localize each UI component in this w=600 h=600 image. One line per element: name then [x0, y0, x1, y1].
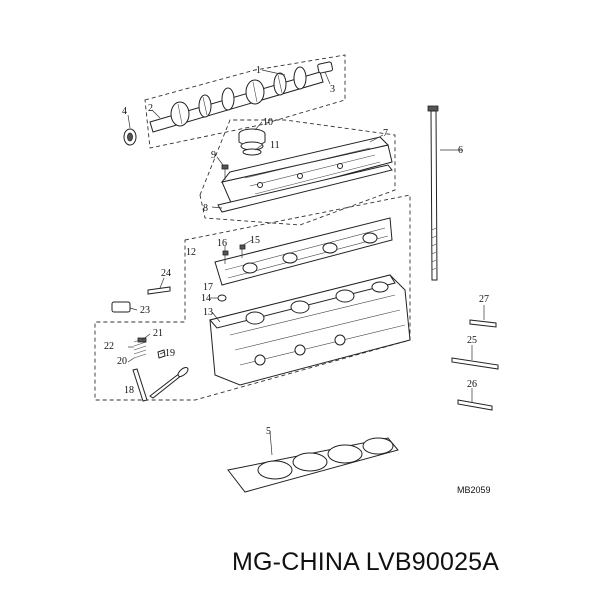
callout-14: 14: [201, 293, 211, 304]
cam-cover-gasket: [217, 164, 393, 213]
figure-code: MB2059: [457, 485, 491, 495]
valve: [149, 367, 189, 399]
callout-17: 17: [203, 282, 213, 293]
valve-collet: [157, 349, 166, 359]
callout-26: 26: [467, 379, 477, 390]
callout-labels: 1 2 3 4 5 6 7 8 9 10 11 12 13 14 15 16 1…: [104, 65, 489, 437]
callout-18: 18: [124, 385, 134, 396]
part-caption: MG-CHINA LVB90025A: [232, 548, 592, 577]
callout-3: 3: [330, 84, 335, 95]
valve-guide: [132, 368, 148, 402]
callout-22: 22: [104, 341, 114, 352]
callout-8: 8: [203, 203, 208, 214]
carrier-bolt: [222, 244, 246, 264]
callout-23: 23: [140, 305, 150, 316]
part-number: LVB90025A: [365, 548, 500, 576]
diagram-svg: 1 2 3 4 5 6 7 8 9 10 11 12 13 14 15 16 1…: [94, 54, 499, 495]
callout-25: 25: [467, 335, 477, 346]
cylinder-head: [209, 274, 411, 386]
camshaft-carrier: [214, 217, 393, 286]
callout-6: 6: [458, 145, 463, 156]
callout-13: 13: [203, 307, 213, 318]
callout-9: 9: [211, 150, 216, 161]
callout-27: 27: [479, 294, 489, 305]
callout-19: 19: [165, 348, 175, 359]
callout-7: 7: [383, 128, 388, 139]
callout-2: 2: [148, 103, 153, 114]
callout-24: 24: [161, 268, 171, 279]
callout-15: 15: [250, 235, 260, 246]
exhaust-stud: [469, 319, 497, 328]
callout-21: 21: [153, 328, 163, 339]
camshaft-oil-seal: [123, 128, 137, 146]
callout-10: 10: [263, 117, 273, 128]
head-gasket: [227, 437, 399, 493]
long-stud: [451, 357, 499, 370]
cover-bolt: [221, 164, 229, 180]
camshaft-group-frame: [144, 54, 346, 149]
short-stud: [147, 286, 171, 295]
callout-12: 12: [186, 247, 196, 258]
callout-16: 16: [217, 238, 227, 249]
cylinder-head-bolt: [427, 105, 439, 281]
oil-filler-cap: [238, 128, 266, 151]
camshaft-plug: [317, 61, 334, 74]
leader-lines: [127, 69, 485, 456]
cover-group-frame: [199, 119, 396, 226]
filler-cap-seal: [242, 148, 262, 156]
callout-11: 11: [270, 140, 280, 151]
callout-4: 4: [122, 106, 127, 117]
camshaft: [149, 66, 324, 133]
callout-5: 5: [266, 426, 271, 437]
callout-20: 20: [117, 356, 127, 367]
cam-cover: [220, 136, 393, 206]
dowel: [111, 301, 131, 313]
callout-1: 1: [256, 65, 261, 76]
head-washer: [217, 294, 227, 302]
manifold-stud: [457, 399, 493, 411]
brand-name: MG-CHINA: [232, 548, 359, 576]
